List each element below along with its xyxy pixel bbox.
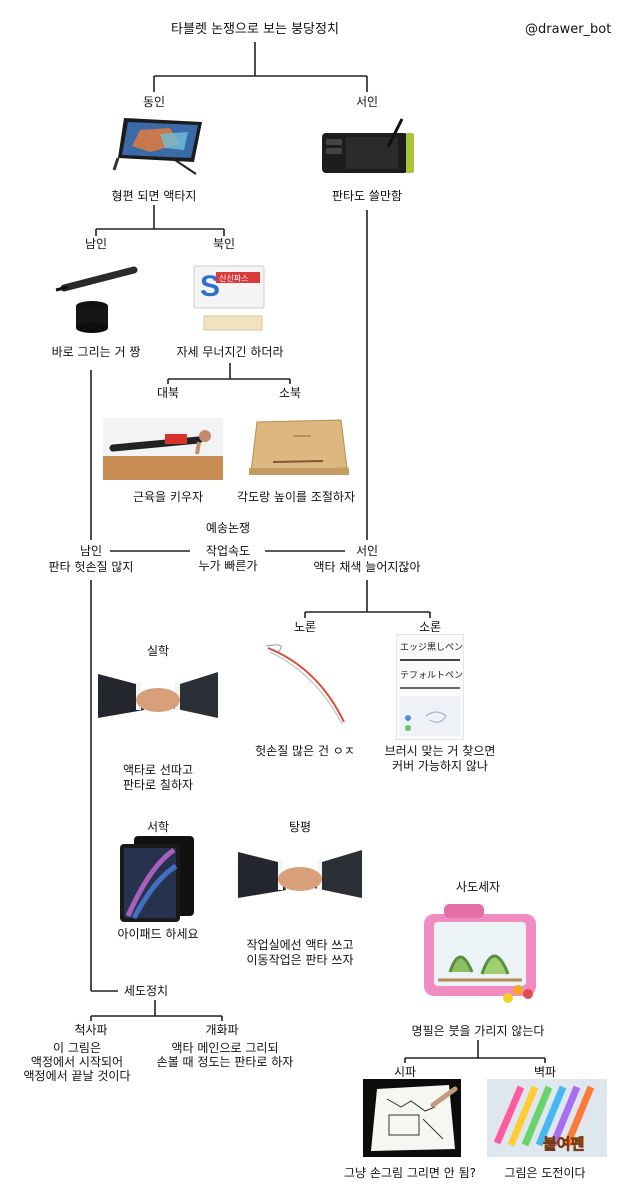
sado-desc: 명필은 붓을 가리지 않는다 <box>411 1024 545 1038</box>
svg-text:신신파스: 신신파스 <box>219 274 248 283</box>
node-sobuk: 소북 <box>278 386 302 400</box>
gaehwa-desc-1: 액타 메인으로 그리되 <box>171 1041 279 1055</box>
seoin-desc: 판타도 쓸만함 <box>331 189 403 203</box>
tangpyeong-desc-1: 작업실에선 액타 쓰고 <box>246 938 354 952</box>
node-sipa: 시파 <box>393 1065 417 1079</box>
gaehwa-desc-2: 손볼 때 정도는 판타로 하자 <box>156 1055 294 1069</box>
node-sado: 사도세자 <box>455 880 501 894</box>
svg-text:S: S <box>200 270 220 303</box>
noron-desc: 헛손질 많은 건 ㅇㅈ <box>255 744 355 758</box>
silhak-desc-2: 판타로 칠하자 <box>122 778 194 792</box>
node-noron: 노론 <box>293 620 317 634</box>
yesong-question-1: 작업속도 <box>205 544 251 558</box>
dongin-desc: 형편 되면 액타지 <box>111 189 197 203</box>
colored-pens-image: 붙여펜 <box>487 1079 607 1157</box>
wooden-easel-image <box>249 419 349 475</box>
pen-tablet-image <box>322 118 414 173</box>
node-yesong: 예송논쟁 <box>205 521 251 535</box>
node-bukin: 북인 <box>212 237 236 251</box>
node-seohak: 서학 <box>146 820 170 834</box>
svg-text:テフォルトペン: テフォルトペン <box>400 670 463 681</box>
node-sedo: 세도정치 <box>123 984 169 998</box>
node-namin: 남인 <box>84 237 108 251</box>
node-namin-2: 남인 <box>79 544 103 558</box>
node-gaehwa: 개화파 <box>205 1023 239 1037</box>
node-cheoksa: 척사파 <box>74 1023 108 1037</box>
handshake-image-2 <box>238 846 362 914</box>
namin-2-desc: 판타 헛손질 많지 <box>48 560 134 574</box>
namin-desc: 바로 그리는 거 짱 <box>51 345 141 359</box>
node-tangpyeong: 탕평 <box>288 820 312 834</box>
node-seoin-2: 서인 <box>355 544 379 558</box>
plank-exercise-photo <box>103 418 223 480</box>
pen-holder-image <box>55 266 138 333</box>
sipa-desc: 그냥 손그림 그리면 안 됨? <box>343 1166 477 1180</box>
daebuk-desc: 근육을 키우자 <box>132 490 204 504</box>
seohak-desc: 아이패드 하세요 <box>117 927 199 941</box>
node-soron: 소론 <box>418 620 442 634</box>
lightbox-image <box>363 1079 461 1157</box>
cheoksa-desc-2: 액정에서 시작되어 <box>30 1055 124 1069</box>
node-seoin: 서인 <box>355 95 379 109</box>
soron-desc-2: 커버 가능하지 않나 <box>392 759 488 773</box>
tangpyeong-desc-2: 이동작업은 판타 쓰자 <box>246 953 354 967</box>
handshake-image <box>98 668 218 734</box>
yesong-question-2: 누가 빠른가 <box>198 559 258 573</box>
svg-text:붙여펜: 붙여펜 <box>543 1135 584 1153</box>
cheoksa-desc-1: 이 그림은 <box>53 1041 101 1055</box>
soron-desc-1: 브러시 맞는 거 찾으면 <box>384 744 496 758</box>
bukin-desc: 자세 무너지긴 하더라 <box>176 345 284 359</box>
brush-settings-screenshot: エッジ黒しペン テフォルトペン <box>396 634 464 740</box>
node-dongin: 동인 <box>142 95 166 109</box>
silhak-desc-1: 액타로 선따고 <box>122 763 194 777</box>
svg-text:エッジ黒しペン: エッジ黒しペン <box>400 642 463 653</box>
cheoksa-desc-3: 액정에서 끝날 것이다 <box>23 1069 131 1083</box>
pen-display-image <box>112 118 202 175</box>
node-daebuk: 대북 <box>156 386 180 400</box>
sobuk-desc: 각도랑 높이를 조절하자 <box>236 490 356 504</box>
seoin-2-desc: 액타 채색 늘어지잖아 <box>313 560 421 574</box>
toy-drawing-board <box>424 904 536 1003</box>
pain-patch-image: S 신신파스 <box>193 265 265 331</box>
wobbly-line-sketch <box>265 644 345 725</box>
author-credit: @drawer_bot <box>525 22 612 37</box>
diagram-title: 타블렛 논쟁으로 보는 붕당정치 <box>171 22 339 37</box>
ipad-image <box>120 836 194 922</box>
node-silhak: 실학 <box>146 644 170 658</box>
node-byeokpa: 벽파 <box>533 1065 557 1079</box>
byeokpa-desc: 그림은 도전이다 <box>504 1166 586 1180</box>
